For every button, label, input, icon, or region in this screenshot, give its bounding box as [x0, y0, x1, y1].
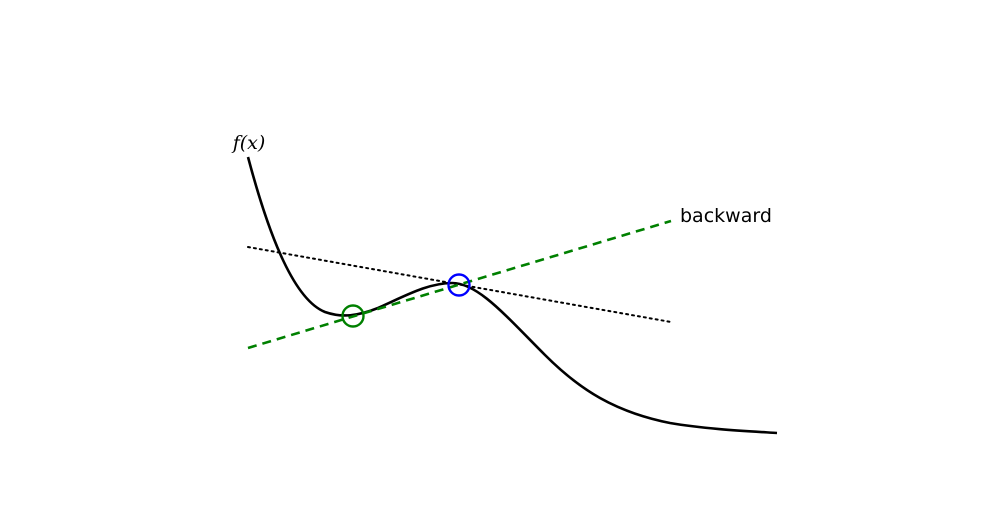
backward-line-label: backward — [680, 205, 772, 227]
backward-secant-line — [247, 219, 672, 350]
function-label: f(x) — [231, 132, 266, 154]
function-curve — [246, 156, 778, 435]
tangent-line — [247, 246, 672, 323]
backward-point-marker — [341, 304, 365, 328]
start-point-marker — [447, 273, 471, 297]
